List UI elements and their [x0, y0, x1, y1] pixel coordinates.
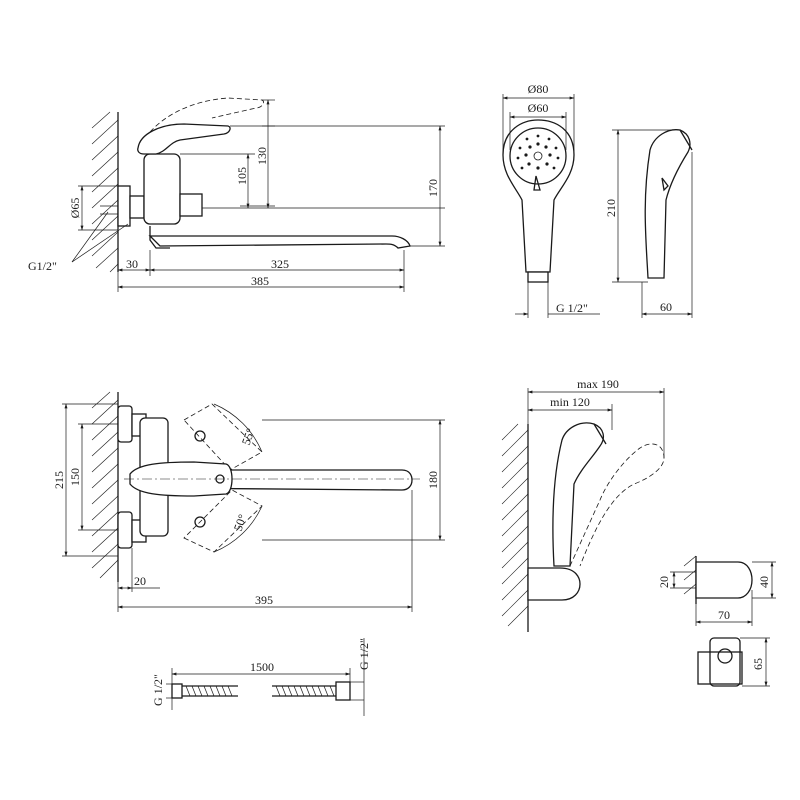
dim-max190-label: max 190 [577, 377, 619, 391]
hose-connector [527, 271, 549, 283]
bracket-front-view [697, 637, 770, 687]
dim-20-top-label: 20 [134, 574, 146, 588]
faucet-top-dimensions [62, 403, 445, 612]
hose-right [272, 685, 336, 697]
holder-dimensions [527, 388, 665, 458]
dim-325-label: 325 [271, 257, 289, 271]
dim-170-label: 170 [426, 179, 440, 197]
dim-215-label: 215 [52, 471, 66, 489]
spray-plate-edge [679, 129, 693, 151]
dim-d60-label: Ø60 [528, 101, 549, 115]
bracket-dimensions [670, 561, 776, 626]
spray-nozzles [516, 134, 560, 170]
dim-150-label: 150 [68, 468, 82, 486]
dim-1500-label: 1500 [250, 660, 274, 674]
hose-coil-left [185, 685, 233, 697]
lever-handle [137, 123, 231, 155]
arc-55 [213, 403, 263, 453]
dim-20-bracket-label: 20 [657, 576, 671, 588]
shower-head-body [502, 119, 575, 273]
faucet-side-view: 105 130 170 Ø65 G1/2" 30 325 385 [28, 97, 445, 292]
shower-head-side-view: 210 60 [604, 129, 693, 318]
eccentric-fitting [100, 185, 145, 227]
dim-d80-label: Ø80 [528, 82, 549, 96]
shower-side-dimensions [612, 129, 693, 318]
shower-hose: 1500 G 1/2" G 1/2" [151, 638, 371, 716]
dim-30-label: 30 [126, 257, 138, 271]
holder-side-view: max 190 min 120 [501, 377, 665, 632]
dim-40-label: 40 [757, 576, 771, 588]
dim-g12-hose-right-label: G 1/2" [357, 638, 371, 670]
shower-front-dimensions [502, 94, 600, 318]
dim-130-label: 130 [255, 147, 269, 165]
dim-60-label: 60 [660, 300, 672, 314]
bracket-body [695, 561, 753, 599]
wall-bracket-detail: 20 40 70 65 [657, 555, 776, 687]
dim-min120-label: min 120 [550, 395, 590, 409]
dim-105-label: 105 [235, 167, 249, 185]
handheld-shower-upright [552, 422, 605, 567]
spray-edge [593, 423, 607, 445]
hose-dimensions [166, 638, 365, 716]
wall-hatch-holder [501, 423, 529, 632]
mixer-body [143, 153, 203, 249]
arc-50 [213, 505, 263, 553]
wall-hatch [91, 111, 119, 273]
dim-g12-shower-label: G 1/2" [556, 301, 588, 315]
wall-holder-bracket [527, 567, 581, 601]
dim-385-label: 385 [251, 274, 269, 288]
lever-handle-raised [149, 97, 264, 133]
handheld-shower-tilted [569, 443, 665, 567]
handle-rotated-up [183, 403, 263, 471]
dim-d65-label: Ø65 [68, 198, 82, 219]
angle-55-label: 55° [239, 426, 258, 447]
dim-g12-label: G1/2" [28, 259, 57, 273]
hose-left [182, 685, 238, 697]
shower-head-profile [644, 129, 691, 279]
angle-50-label: 50° [231, 512, 250, 533]
mode-selector [533, 175, 541, 191]
dim-395-label: 395 [255, 593, 273, 607]
hose-coil-right [275, 685, 335, 697]
faucet-side-dimensions [71, 99, 445, 292]
dim-g12-hose-left-label: G 1/2" [151, 674, 165, 706]
dim-210-label: 210 [604, 199, 618, 217]
wall-hatch-top [91, 391, 119, 582]
hose-nut-right [335, 681, 351, 701]
spout [148, 235, 411, 249]
side-selector [661, 177, 669, 192]
hose-nut-left [171, 683, 183, 699]
dim-70-label: 70 [718, 608, 730, 622]
dim-65-label: 65 [751, 658, 765, 670]
dim-180-label: 180 [426, 471, 440, 489]
shower-head-front-view: Ø80 Ø60 G 1/2" [502, 82, 600, 318]
faucet-top-view: 215 150 180 55° 50° 20 395 [52, 391, 445, 612]
